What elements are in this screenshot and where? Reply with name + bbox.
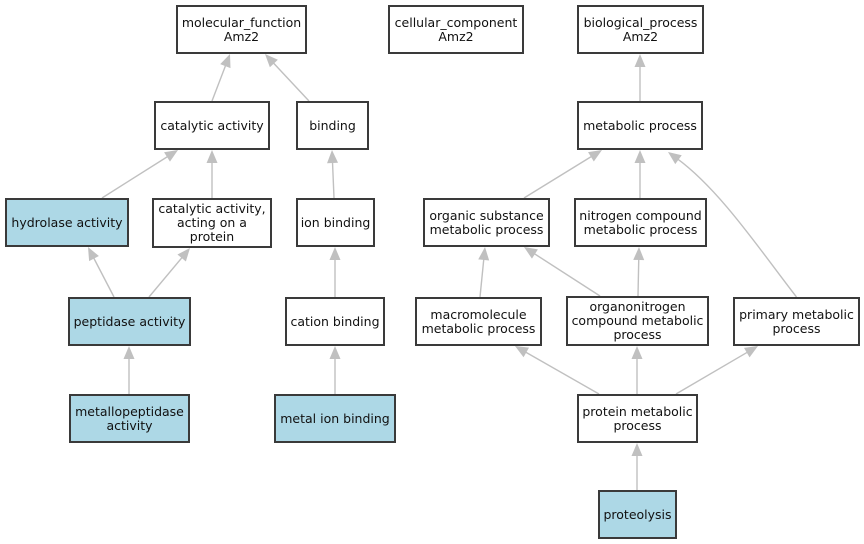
edge-organic-substance-metabolic-to-metabolic-process bbox=[523, 150, 602, 199]
arrowhead-icon bbox=[265, 54, 278, 68]
edge-binding-to-molecular-function bbox=[265, 54, 310, 102]
edge-protein-metabolic-to-primary-metabolic bbox=[675, 346, 758, 395]
node-organonitrogen-compound-metabolic-process[interactable]: organonitrogen compound metabolic proces… bbox=[566, 296, 709, 346]
edge-hydrolase-activity-to-catalytic-activity bbox=[101, 150, 178, 199]
node-proteolysis[interactable]: proteolysis bbox=[598, 490, 677, 539]
node-binding[interactable]: binding bbox=[296, 101, 369, 150]
edge-proteolysis-to-protein-metabolic bbox=[631, 443, 643, 490]
edge-line bbox=[92, 256, 115, 298]
node-nitrogen-compound-metabolic-process[interactable]: nitrogen compound metabolic process bbox=[574, 198, 707, 247]
arrowhead-icon bbox=[588, 150, 602, 162]
arrowhead-icon bbox=[478, 247, 490, 261]
edge-line bbox=[637, 257, 640, 297]
node-cellular-component[interactable]: cellular_component Amz2 bbox=[388, 5, 524, 54]
arrowhead-icon bbox=[634, 54, 646, 67]
edge-line bbox=[272, 61, 310, 102]
edge-line bbox=[676, 157, 798, 298]
arrowhead-icon bbox=[206, 150, 218, 163]
arrowhead-icon bbox=[88, 247, 99, 262]
node-biological-process[interactable]: biological_process Amz2 bbox=[577, 5, 704, 54]
edge-peptidase-activity-to-hydrolase-activity bbox=[88, 247, 115, 298]
edge-line bbox=[331, 160, 335, 199]
edge-metabolic-process-to-biological-process bbox=[634, 54, 646, 101]
arrowhead-icon bbox=[329, 346, 341, 359]
edge-catalytic-activity-protein-to-catalytic-activity bbox=[206, 150, 218, 198]
edge-peptidase-activity-to-catalytic-activity-protein bbox=[148, 248, 190, 298]
arrowhead-icon bbox=[177, 248, 190, 262]
edge-line bbox=[148, 255, 184, 298]
node-protein-metabolic-process[interactable]: protein metabolic process bbox=[577, 394, 698, 443]
edge-primary-metabolic-to-metabolic-process bbox=[668, 152, 798, 298]
arrowhead-icon bbox=[744, 346, 758, 358]
arrowhead-icon bbox=[633, 247, 645, 261]
node-ion-binding[interactable]: ion binding bbox=[296, 198, 375, 247]
edge-protein-metabolic-to-macromolecule-metabolic bbox=[515, 346, 600, 395]
edge-organonitrogen-metabolic-to-organic-substance-metabolic bbox=[524, 247, 601, 297]
node-hydrolase-activity[interactable]: hydrolase activity bbox=[5, 198, 129, 247]
edge-line bbox=[675, 350, 749, 395]
arrowhead-icon bbox=[329, 247, 341, 260]
node-macromolecule-metabolic-process[interactable]: macromolecule metabolic process bbox=[415, 297, 542, 346]
arrowhead-icon bbox=[164, 150, 178, 162]
arrowhead-icon bbox=[631, 443, 643, 456]
arrowhead-icon bbox=[631, 346, 643, 359]
edge-line bbox=[101, 155, 170, 199]
node-catalytic-activity-acting-on-protein[interactable]: catalytic activity, acting on a protein bbox=[152, 198, 272, 248]
edge-organonitrogen-metabolic-to-nitrogen-compound-metabolic bbox=[633, 247, 645, 297]
edge-protein-metabolic-to-organonitrogen-metabolic bbox=[631, 346, 643, 394]
edge-line bbox=[523, 155, 593, 199]
node-organic-substance-metabolic-process[interactable]: organic substance metabolic process bbox=[423, 198, 550, 247]
edge-metal-ion-binding-to-cation-binding bbox=[329, 346, 341, 394]
edge-ion-binding-to-binding bbox=[327, 150, 339, 199]
edge-line bbox=[532, 252, 601, 297]
node-primary-metabolic-process[interactable]: primary metabolic process bbox=[733, 297, 860, 346]
arrowhead-icon bbox=[327, 150, 339, 164]
node-molecular-function[interactable]: molecular_function Amz2 bbox=[176, 5, 307, 54]
arrowhead-icon bbox=[668, 152, 682, 165]
arrowhead-icon bbox=[524, 247, 538, 259]
edge-line bbox=[524, 350, 600, 395]
node-metabolic-process[interactable]: metabolic process bbox=[577, 101, 703, 150]
arrowhead-icon bbox=[220, 54, 231, 69]
arrowhead-icon bbox=[123, 346, 135, 359]
edge-line bbox=[211, 64, 227, 102]
node-metallopeptidase-activity[interactable]: metallopeptidase activity bbox=[69, 394, 190, 443]
edge-catalytic-activity-to-molecular-function bbox=[211, 54, 231, 102]
arrowhead-icon bbox=[634, 150, 646, 163]
arrowhead-icon bbox=[515, 346, 530, 358]
edge-line bbox=[479, 257, 485, 298]
edge-metallopeptidase-activity-to-peptidase-activity bbox=[123, 346, 135, 394]
edge-macromolecule-metabolic-to-organic-substance-metabolic bbox=[478, 247, 490, 298]
node-peptidase-activity[interactable]: peptidase activity bbox=[68, 297, 191, 346]
edge-cation-binding-to-ion-binding bbox=[329, 247, 341, 297]
node-metal-ion-binding[interactable]: metal ion binding bbox=[274, 394, 396, 443]
edge-nitrogen-compound-metabolic-to-metabolic-process bbox=[634, 150, 646, 198]
node-cation-binding[interactable]: cation binding bbox=[285, 297, 385, 346]
node-catalytic-activity[interactable]: catalytic activity bbox=[154, 101, 270, 150]
